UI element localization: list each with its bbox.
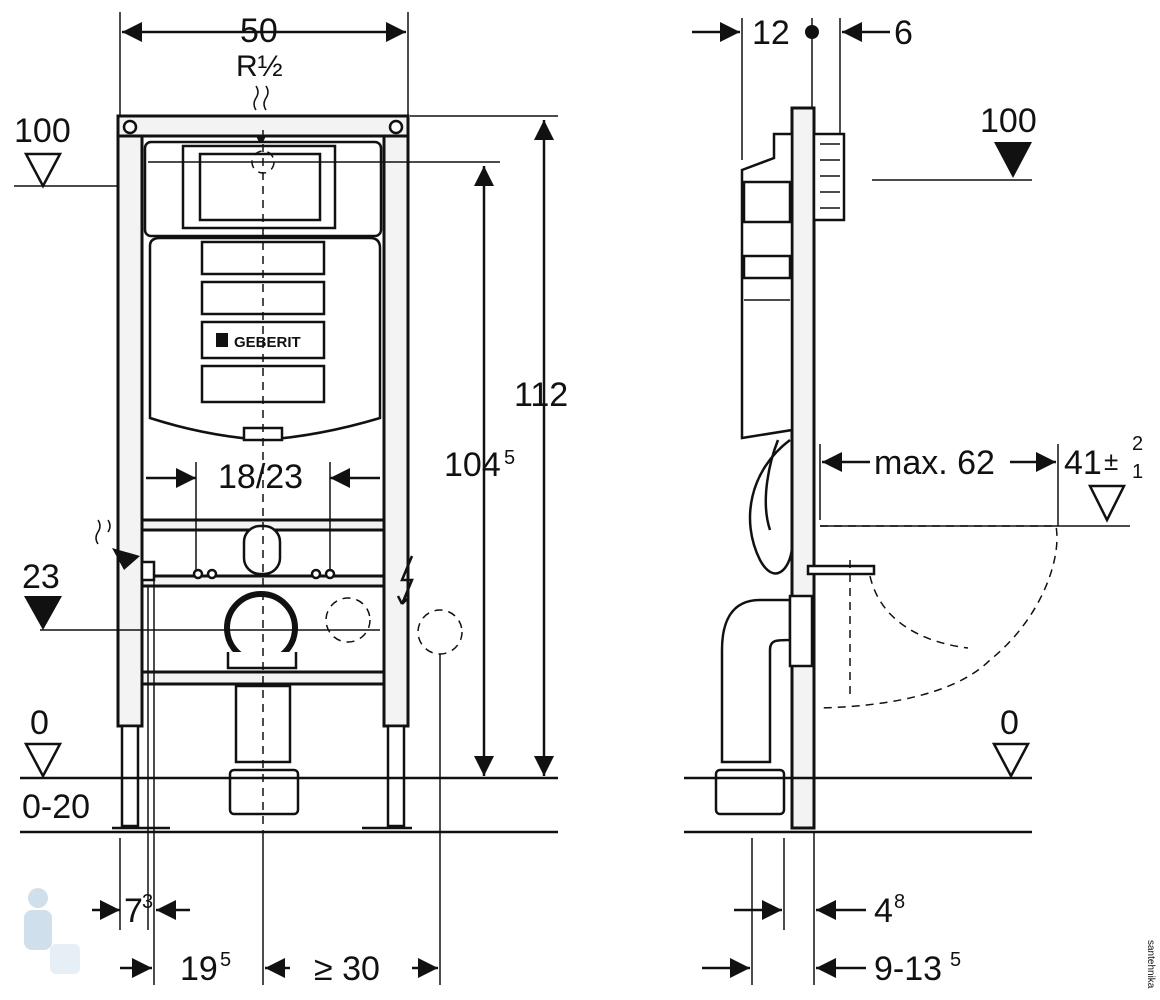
offset-19-sup: 5 <box>220 949 231 971</box>
floor-range-label: 0-20 <box>22 788 90 826</box>
depth-4-label: 4 <box>874 892 893 930</box>
brand-label: GEBERIT <box>234 334 301 351</box>
height-104-label: 104 <box>444 446 501 484</box>
r-thread-label: R½ <box>236 50 283 83</box>
drain-connector <box>224 591 298 665</box>
side-level-100-filled-triangle-icon <box>994 142 1032 178</box>
side-level-0-open-triangle-icon <box>991 742 1031 779</box>
side-water-wave-icon <box>95 519 111 545</box>
level-0-open-triangle-icon <box>23 742 63 779</box>
offset-7-label: 7 <box>124 892 143 930</box>
plumber-watermark-icon <box>24 888 80 974</box>
bowl-level-open-triangle-icon <box>1087 484 1127 523</box>
water-wave-icon <box>253 85 269 111</box>
side-frame-post <box>790 106 816 830</box>
front-view: 50 R½ GEBERIT <box>14 12 568 988</box>
bowl-height-label: 41 <box>1064 444 1102 482</box>
depth-4-sup: 8 <box>894 891 905 913</box>
offset-7-sup: 3 <box>142 891 153 913</box>
flush-plate-side <box>812 132 846 222</box>
level-100-label: 100 <box>14 112 71 150</box>
side-flush-pipe <box>748 439 794 575</box>
width-label: 50 <box>240 12 278 50</box>
electrical-box-2-icon <box>417 609 463 655</box>
side-view: 12 6 max. 62 41 ± 2 <box>684 14 1143 988</box>
level-0-label: 0 <box>30 704 49 742</box>
flush-pipe <box>242 524 282 576</box>
depth-range-label: 9-13 <box>874 950 942 988</box>
bowl-height-tolerance: ± <box>1104 446 1118 476</box>
offset-19-label: 19 <box>180 950 218 988</box>
bowl-span-label: max. 62 <box>874 444 995 482</box>
bowl-height-plus: 2 <box>1132 433 1143 455</box>
bowl-height-minus: 1 <box>1132 461 1143 483</box>
wc-bowl-outline <box>819 525 1058 709</box>
cistern-side <box>740 132 794 440</box>
level-100-open-triangle-icon <box>23 152 63 189</box>
depth-12-label: 12 <box>752 14 790 52</box>
min-30-label: ≥ 30 <box>314 950 380 988</box>
watermark-text: santehnika <box>1145 940 1156 989</box>
frame-left-foot <box>120 724 140 828</box>
depth-range-sup: 5 <box>950 949 961 971</box>
frame-right-foot <box>386 724 406 828</box>
flush-spacing-label: 18/23 <box>218 458 303 496</box>
lightning-icon <box>396 555 414 605</box>
level-23-filled-triangle-icon <box>24 596 62 630</box>
depth-6-label: 6 <box>894 14 913 52</box>
frame-left-post <box>116 114 144 728</box>
side-level-100-label: 100 <box>980 102 1037 140</box>
frame-right-post <box>382 114 410 728</box>
side-drain-elbow <box>720 598 792 764</box>
height-112-label: 112 <box>514 376 568 414</box>
mounting-bolt <box>806 564 876 576</box>
level-23-label: 23 <box>22 558 60 596</box>
height-104-sup: 5 <box>504 447 515 469</box>
electrical-box-1-icon <box>325 597 371 643</box>
side-level-0-label: 0 <box>1000 704 1019 742</box>
